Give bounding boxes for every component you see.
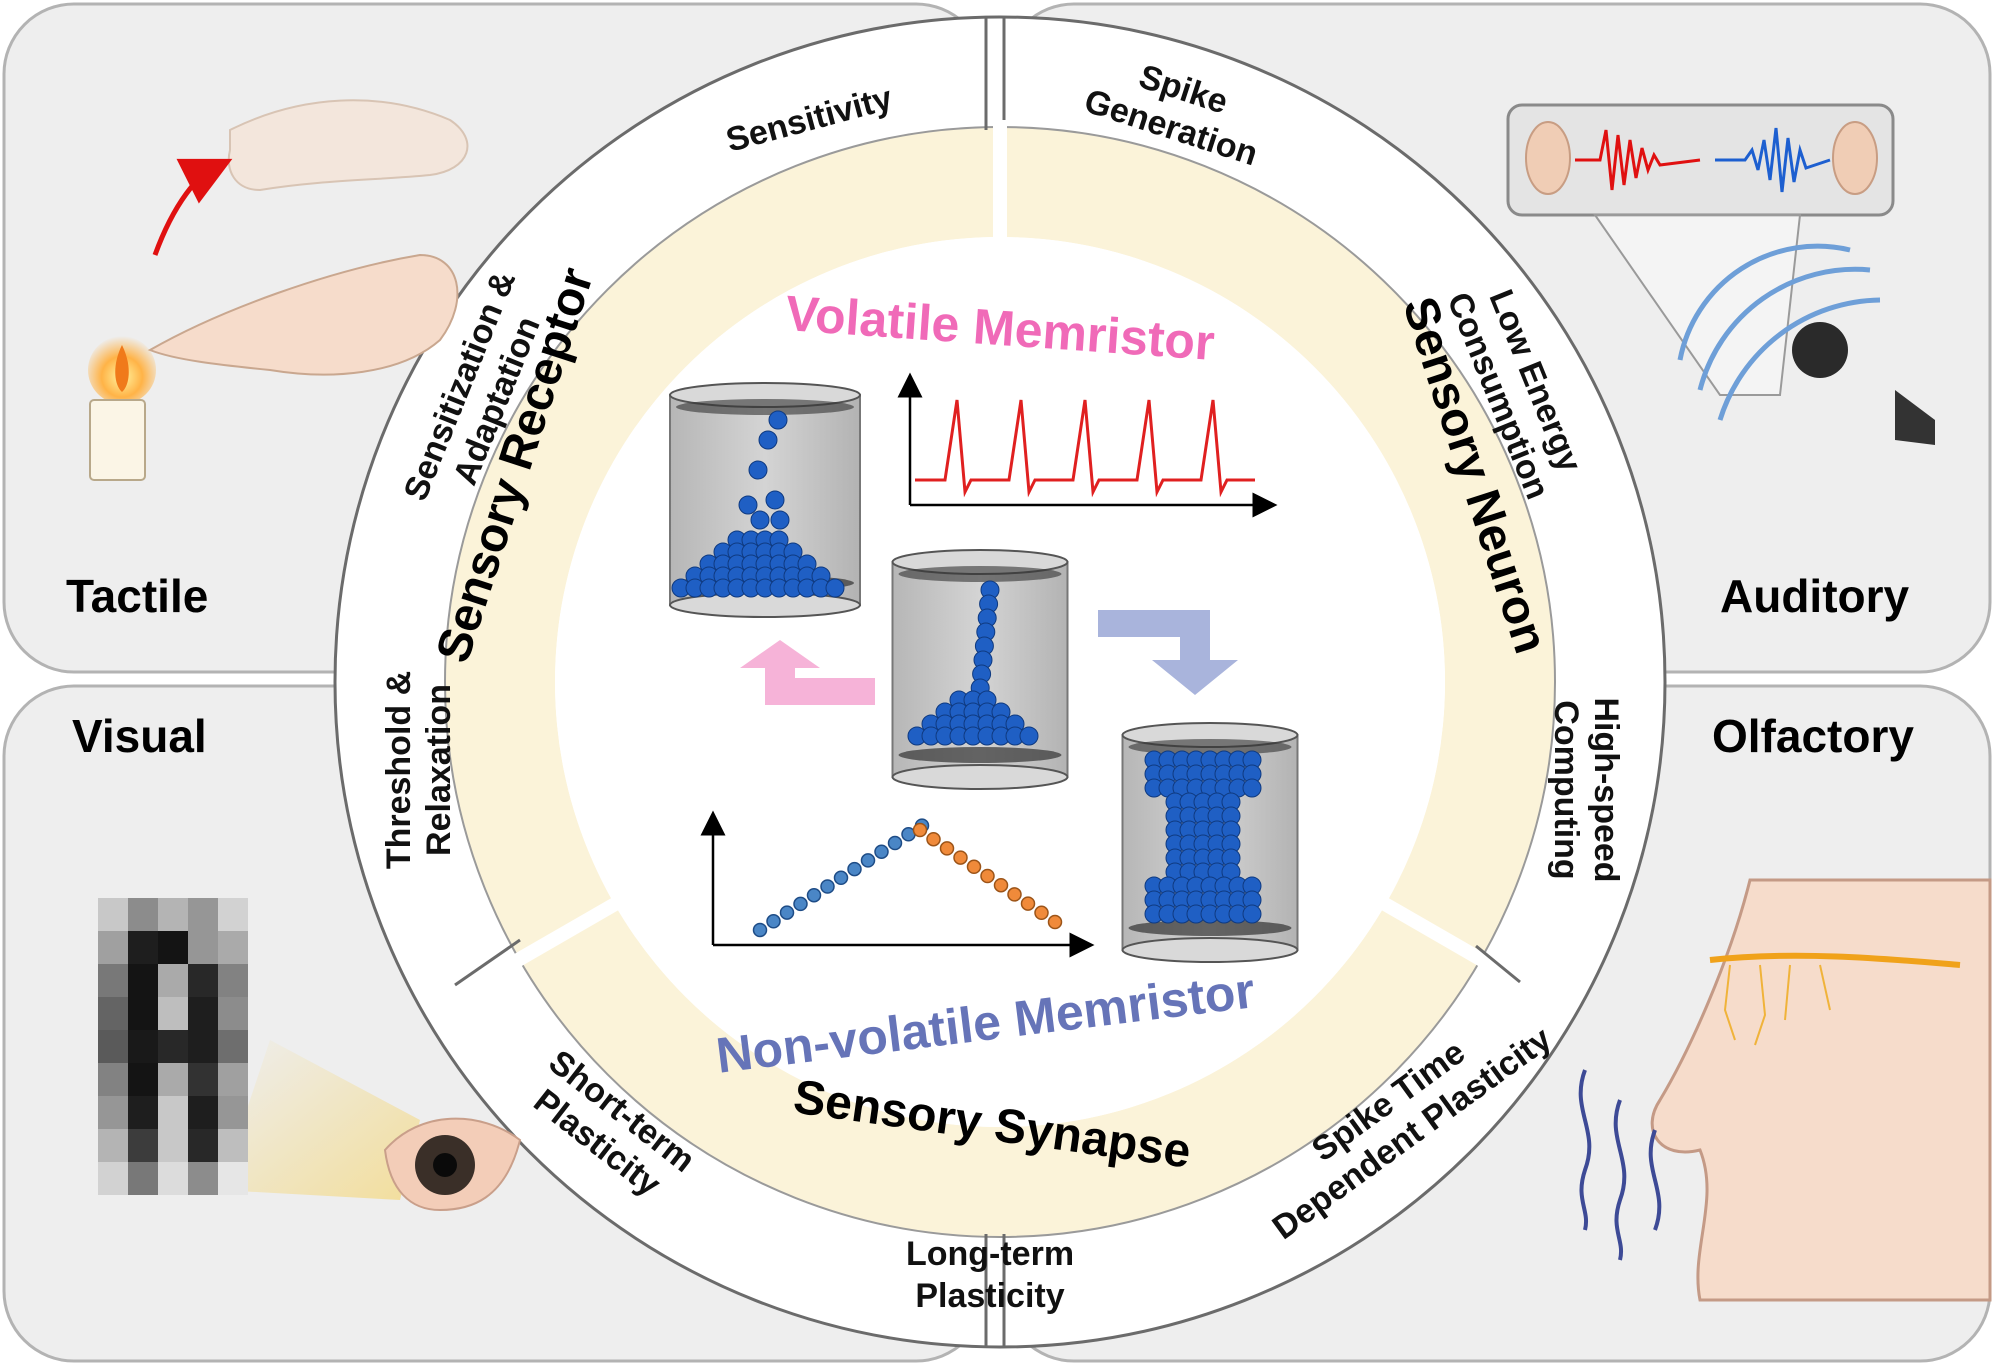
pixel-cell [158,1162,188,1195]
pixel-cell [218,1129,248,1162]
pixel-cell [188,1030,218,1063]
pixel-cell [188,1096,218,1129]
pixel-cell [188,898,218,931]
potentiation-dot [793,896,808,912]
pixel-cell [98,1129,128,1162]
pixel-cell [98,997,128,1030]
pixel-cell [218,1030,248,1063]
potentiation-dot [833,870,849,886]
depression-dot [1034,905,1049,921]
depression-dot [993,877,1009,893]
pixel-cell [98,1162,128,1195]
pixel-cell [188,964,218,997]
quadrant-title-tactile: Tactile [66,570,208,622]
depression-dot [939,841,955,856]
pixel-cell [98,964,128,997]
label-long-term-plasticity: Long-term Plasticity [906,1235,1074,1315]
potentiation-dot [766,914,781,929]
nose-smelling-icon [1578,878,1992,1302]
potentiation-dot [887,835,903,851]
spike-train-plot [897,372,1278,518]
pixel-cell [158,1096,188,1129]
pixel-cell [128,1162,158,1195]
plasticity-dots [752,818,1063,938]
pixel-cell [158,1063,188,1096]
depression-dot [1047,914,1063,930]
pixel-cell [218,931,248,964]
depression-dot [953,850,968,865]
pixel-cell [188,1063,218,1096]
pixel-cell [218,964,248,997]
svg-text:Plasticity: Plasticity [915,1277,1064,1315]
pixel-cell [128,964,158,997]
pixel-cell [128,1063,158,1096]
pixel-cell [158,1030,188,1063]
pixel-cell [218,1063,248,1096]
pixel-cell [218,898,248,931]
pixel-cell [188,1162,218,1195]
memristor-cell-nonvolatile [1121,722,1299,963]
pixel-cell [128,931,158,964]
memristor-cells [669,382,1299,963]
potentiation-dot [752,922,768,938]
memristor-cell-middle [891,549,1069,790]
quadrant-title-visual: Visual [72,710,207,762]
depression-dot [926,831,941,847]
pixel-cell [188,931,218,964]
pixel-cell [218,1162,248,1195]
hand-touching-candle-icon [88,99,469,481]
svg-text:Threshold &: Threshold & [380,671,418,869]
potentiation-dot [820,879,835,894]
pixel-cell [158,1129,188,1162]
eye-viewing-pixel-letter-icon [98,898,522,1212]
pixel-cell [158,964,188,997]
depression-dot [1020,896,1036,911]
pixel-cell [98,1096,128,1129]
svg-text:Long-term: Long-term [906,1235,1074,1273]
pixel-cell [218,997,248,1030]
pixel-cell [158,931,188,964]
plasticity-plot [700,810,1095,958]
arrow-pink [740,640,875,705]
pixel-cell [188,997,218,1030]
arrow-blue [1098,610,1238,695]
potentiation-dot [847,861,862,877]
pixel-cell [158,997,188,1030]
pixel-cell [128,1129,158,1162]
memristor-cell-volatile [669,382,861,618]
pixel-cell [128,898,158,931]
depression-dot [1007,887,1022,902]
svg-text:Relaxation: Relaxation [420,684,458,856]
pixel-cell [98,898,128,931]
spike-trace [915,399,1255,498]
pixel-cell [128,1096,158,1129]
pixel-cell [98,931,128,964]
label-threshold-relaxation: Threshold & Relaxation [380,671,458,869]
quadrant-title-auditory: Auditory [1720,570,1910,622]
potentiation-dot [806,887,822,903]
pixel-cell [188,1129,218,1162]
quadrant-title-olfactory: Olfactory [1712,710,1914,762]
depression-dot [966,859,982,875]
potentiation-dot [860,853,876,868]
pixel-cell [158,898,188,931]
pixel-cell [128,1030,158,1063]
potentiation-dot [874,844,889,859]
pixel-cell [98,1030,128,1063]
pixel-cell [128,997,158,1030]
pixel-cell [98,1063,128,1096]
pixel-cell [218,1096,248,1129]
depression-dot [980,868,995,884]
potentiation-dot [779,905,795,920]
ears-and-speaker-icon [1506,103,1935,445]
pixel-letter-grid [98,898,248,1195]
label-high-speed-computing: High-speed Computing [1547,697,1625,882]
svg-text:Computing: Computing [1547,700,1585,879]
depression-dot [912,822,928,838]
svg-text:High-speed: High-speed [1587,697,1625,882]
